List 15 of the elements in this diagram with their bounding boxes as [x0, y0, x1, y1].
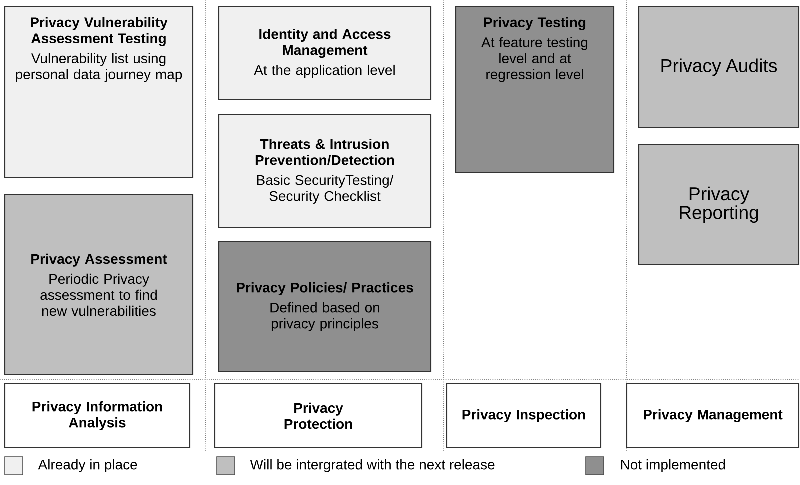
process-box: Privacy Information Analysis	[4, 383, 191, 449]
process-box: Privacy Vulnerability Assessment Testing Vulnerability list using personal data journey map	[4, 6, 194, 179]
process-box: Privacy Reporting	[638, 144, 800, 266]
process-box: Privacy Management	[626, 383, 800, 449]
legend-label: Will be intergrated with the next release	[250, 459, 495, 473]
process-box: Privacy Protection	[214, 383, 423, 449]
process-box: Threats & Intrusion Prevention/Detection Basic SecurityTesting/ Security Checklist	[218, 114, 432, 229]
process-box: Identity and Access Management At the application level	[218, 6, 432, 101]
process-box: Privacy Inspection	[446, 383, 602, 449]
process-box: Privacy Testing At feature testing level and at regression level	[455, 6, 615, 174]
legend-label: Already in place	[38, 459, 138, 473]
process-box: Privacy Audits	[638, 6, 800, 129]
legend-label: Not implemented	[621, 459, 726, 473]
process-box: Privacy Assessment Periodic Privacy assessment to find new vulnerabilities	[4, 194, 194, 376]
process-box: Privacy Policies/ Practices Defined based on privacy principles	[218, 241, 432, 373]
